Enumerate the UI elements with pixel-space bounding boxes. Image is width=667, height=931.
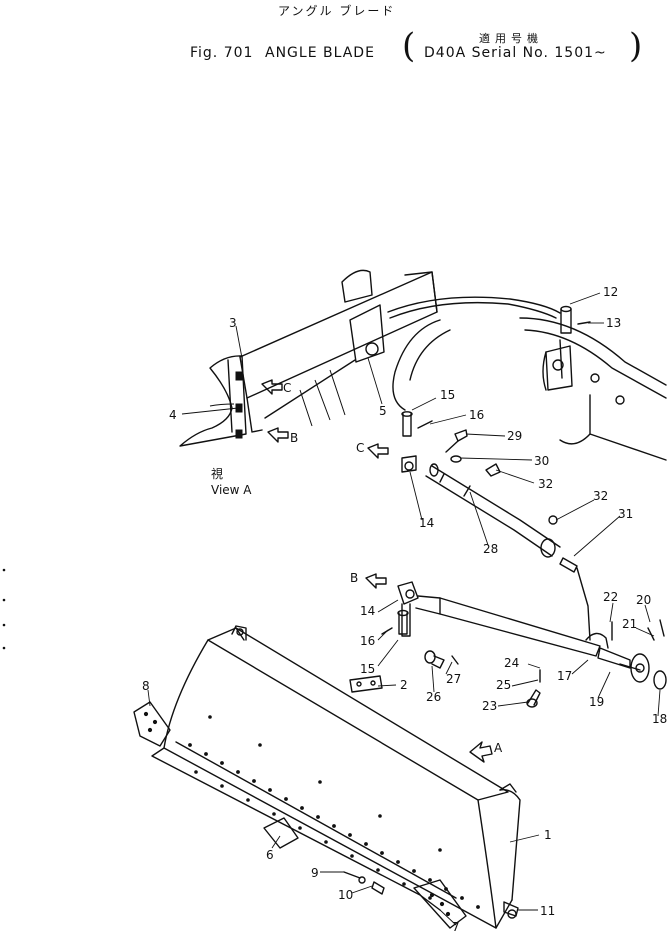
paren-close: ) bbox=[629, 26, 643, 66]
callout-26: 26 bbox=[426, 690, 441, 704]
callout-29: 29 bbox=[507, 429, 522, 443]
callouts: 1 2 3 4 5 6 7 8 9 10 11 12 13 14 14 15 1… bbox=[142, 285, 667, 931]
callout-25: 25 bbox=[496, 678, 511, 692]
view-arrow-b-upper-label: B bbox=[290, 431, 298, 445]
callout-6: 6 bbox=[266, 848, 274, 862]
callout-22: 22 bbox=[603, 590, 618, 604]
applicability-japanese: 適用号機 bbox=[479, 32, 543, 45]
cylinder-28 bbox=[425, 463, 591, 641]
view-arrow-b-lower-label: B bbox=[350, 571, 358, 585]
callout-18: 18 bbox=[652, 712, 667, 726]
callout-4: 4 bbox=[169, 408, 177, 422]
view-arrow-a: A bbox=[469, 741, 503, 763]
callout-13: 13 bbox=[606, 316, 621, 330]
view-label-jp: 視 bbox=[211, 466, 223, 481]
callout-15-lower: 15 bbox=[360, 662, 375, 676]
view-arrow-a-label: A bbox=[494, 741, 503, 755]
view-arrow-c-upper-label: C bbox=[283, 381, 291, 395]
callout-28: 28 bbox=[483, 542, 498, 556]
blade bbox=[151, 625, 521, 929]
view-arrow-b-lower: B bbox=[350, 571, 387, 589]
callout-30: 30 bbox=[534, 454, 549, 468]
view-arrow-b-upper: B bbox=[267, 427, 298, 445]
lock-pin-13 bbox=[577, 321, 591, 325]
callout-7: 7 bbox=[452, 920, 460, 931]
callout-5: 5 bbox=[379, 404, 387, 418]
cylinder-lower bbox=[397, 581, 667, 690]
bolts-9-10-11 bbox=[343, 871, 519, 919]
title-japanese: アングル ブレード bbox=[278, 4, 396, 18]
callout-10: 10 bbox=[338, 888, 353, 902]
callout-12: 12 bbox=[603, 285, 618, 299]
figure-number: Fig. 701 bbox=[190, 45, 254, 61]
callout-8: 8 bbox=[142, 679, 150, 693]
lower-small-parts bbox=[381, 609, 541, 708]
end-bit-7 bbox=[413, 879, 467, 929]
callout-9: 9 bbox=[311, 866, 319, 880]
callout-16-upper: 16 bbox=[469, 408, 484, 422]
view-arrow-c-lower-label: C bbox=[356, 441, 364, 455]
callout-31: 31 bbox=[618, 507, 633, 521]
callout-1: 1 bbox=[544, 828, 552, 842]
view-a-blade-end bbox=[179, 355, 247, 447]
callout-11: 11 bbox=[540, 904, 555, 918]
callout-21: 21 bbox=[622, 617, 637, 631]
cutting-edge-6 bbox=[263, 817, 299, 849]
callout-14-lower: 14 bbox=[360, 604, 375, 618]
callout-16-lower: 16 bbox=[360, 634, 375, 648]
callout-23: 23 bbox=[482, 699, 497, 713]
tractor-frame bbox=[239, 269, 667, 461]
leader-lines bbox=[147, 292, 661, 926]
callout-14-upper: 14 bbox=[419, 516, 434, 530]
end-bit-8 bbox=[133, 701, 171, 747]
upper-small-parts bbox=[401, 411, 501, 477]
callout-15-upper: 15 bbox=[440, 388, 455, 402]
callout-3: 3 bbox=[229, 316, 237, 330]
callout-32-lower: 32 bbox=[593, 489, 608, 503]
callout-2: 2 bbox=[400, 678, 408, 692]
margin-specks bbox=[2, 568, 6, 650]
callout-19: 19 bbox=[589, 695, 604, 709]
title-english: ANGLE BLADE bbox=[265, 45, 375, 61]
callout-17: 17 bbox=[557, 669, 572, 683]
callout-32-upper: 32 bbox=[538, 477, 553, 491]
pin-12 bbox=[560, 305, 572, 334]
callout-27: 27 bbox=[446, 672, 461, 686]
paren-open: ( bbox=[402, 26, 416, 66]
callout-24: 24 bbox=[504, 656, 519, 670]
view-label-en: View A bbox=[211, 483, 252, 497]
view-arrow-c-lower: C bbox=[356, 441, 389, 459]
view-arrow-c-upper: C bbox=[261, 379, 291, 395]
serial-applicability: D40A Serial No. 1501~ bbox=[424, 45, 607, 61]
callout-20: 20 bbox=[636, 593, 651, 607]
